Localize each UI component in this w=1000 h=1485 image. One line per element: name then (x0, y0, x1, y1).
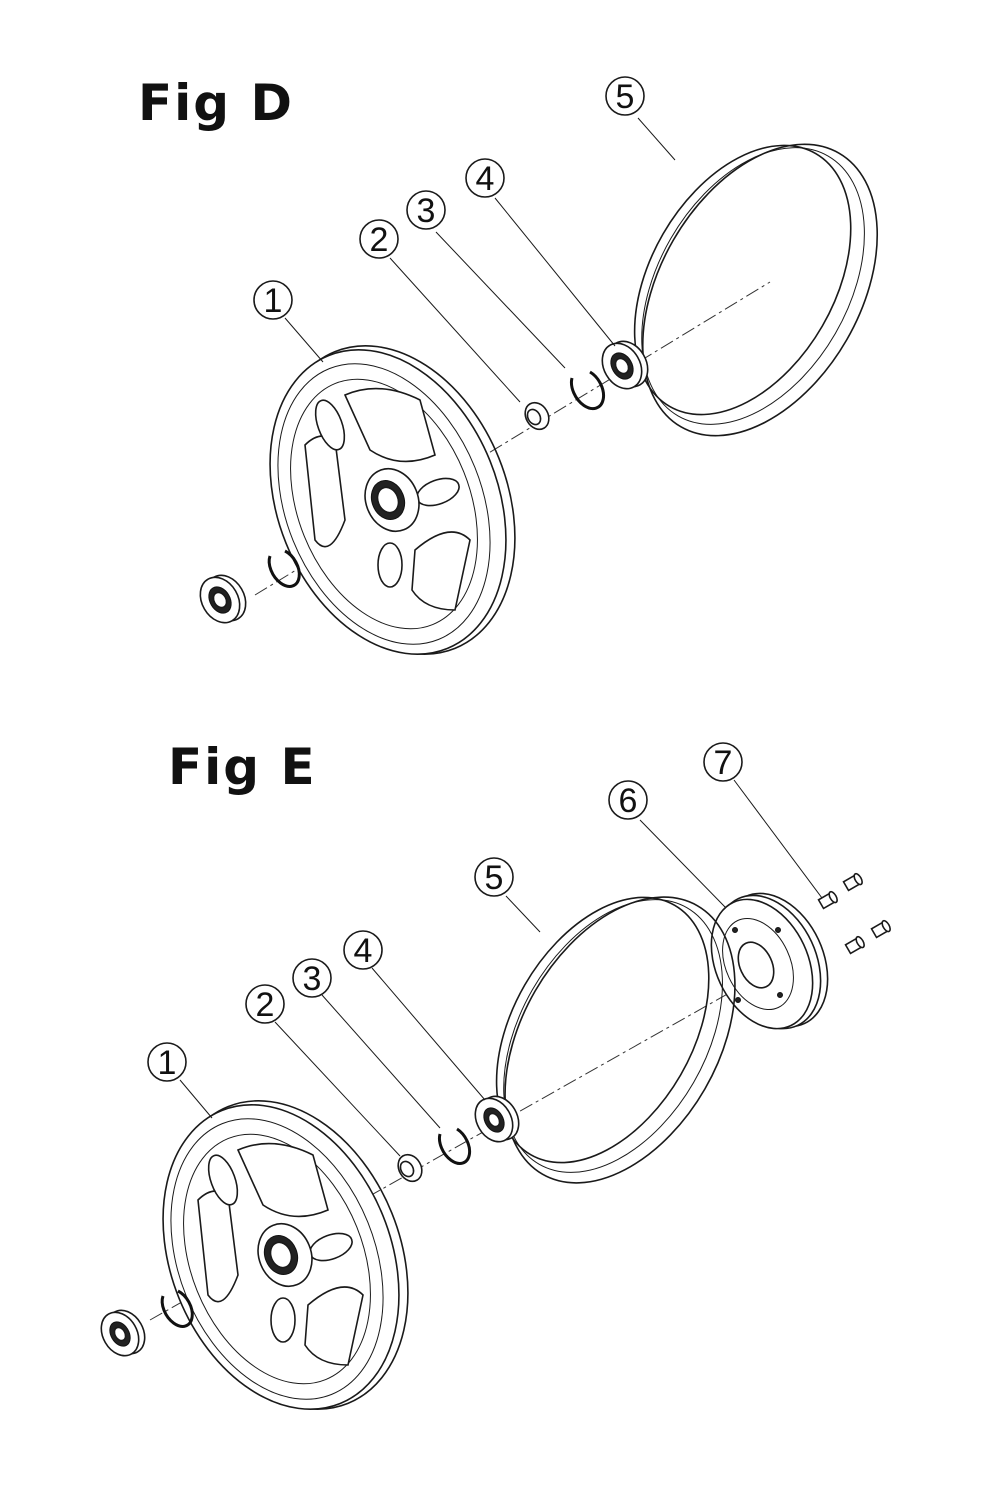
svg-text:2: 2 (256, 986, 275, 1024)
fig-e-rear-snap-ring (160, 1289, 194, 1328)
fig-d-callout-2: 2 (359, 219, 399, 259)
fig-d-part-5-tire (633, 143, 879, 437)
fig-e-callout-2: 2 (245, 984, 285, 1024)
fig-d-callout-3: 3 (406, 190, 446, 230)
fig-d-rear-bearing (199, 574, 247, 624)
fig-d-part-3-snap-ring (570, 370, 606, 411)
svg-text:3: 3 (417, 192, 436, 230)
svg-text:5: 5 (616, 78, 635, 116)
fig-e-rear-bearing (100, 1309, 146, 1357)
fig-e-callout-5: 5 (474, 857, 514, 897)
fig-e-callout-7: 7 (703, 742, 743, 782)
svg-text:6: 6 (619, 782, 638, 820)
fig-e-part-3-snap-ring (438, 1127, 472, 1165)
fig-e-drawing: 1 2 3 4 5 6 7 (100, 742, 891, 1410)
svg-text:4: 4 (354, 932, 373, 970)
fig-e-callout-3: 3 (292, 958, 332, 998)
fig-e-part-6-flange (710, 892, 829, 1030)
fig-d-title: Fig D (138, 74, 294, 132)
fig-e-callout-6: 6 (608, 780, 648, 820)
fig-e-callout-4: 4 (343, 930, 383, 970)
svg-text:4: 4 (476, 160, 495, 198)
fig-d-part-4-bearing (601, 340, 649, 390)
fig-e-title: Fig E (168, 738, 317, 796)
svg-text:7: 7 (714, 744, 733, 782)
fig-d-rear-snap-ring (267, 549, 301, 588)
fig-d-part-2-spacer (524, 401, 550, 431)
fig-e-part-4-bearing (474, 1095, 520, 1143)
svg-text:5: 5 (485, 859, 504, 897)
fig-e-part-2-spacer (397, 1153, 423, 1183)
fig-e-part-7-screws (817, 872, 891, 955)
fig-e-part-5-tire (495, 896, 736, 1184)
fig-d-callout-5: 5 (605, 76, 645, 116)
svg-text:1: 1 (158, 1044, 177, 1082)
fig-d-callout-1: 1 (253, 280, 293, 320)
fig-e-part-1-wheel (162, 1100, 409, 1410)
svg-text:2: 2 (370, 221, 389, 259)
svg-text:1: 1 (264, 282, 283, 320)
fig-e-callout-1: 1 (147, 1042, 187, 1082)
fig-d-part-1-wheel (269, 345, 516, 655)
fig-d-drawing: 1 2 3 4 5 (199, 76, 879, 655)
svg-text:3: 3 (303, 960, 322, 998)
fig-d-callout-4: 4 (465, 158, 505, 198)
